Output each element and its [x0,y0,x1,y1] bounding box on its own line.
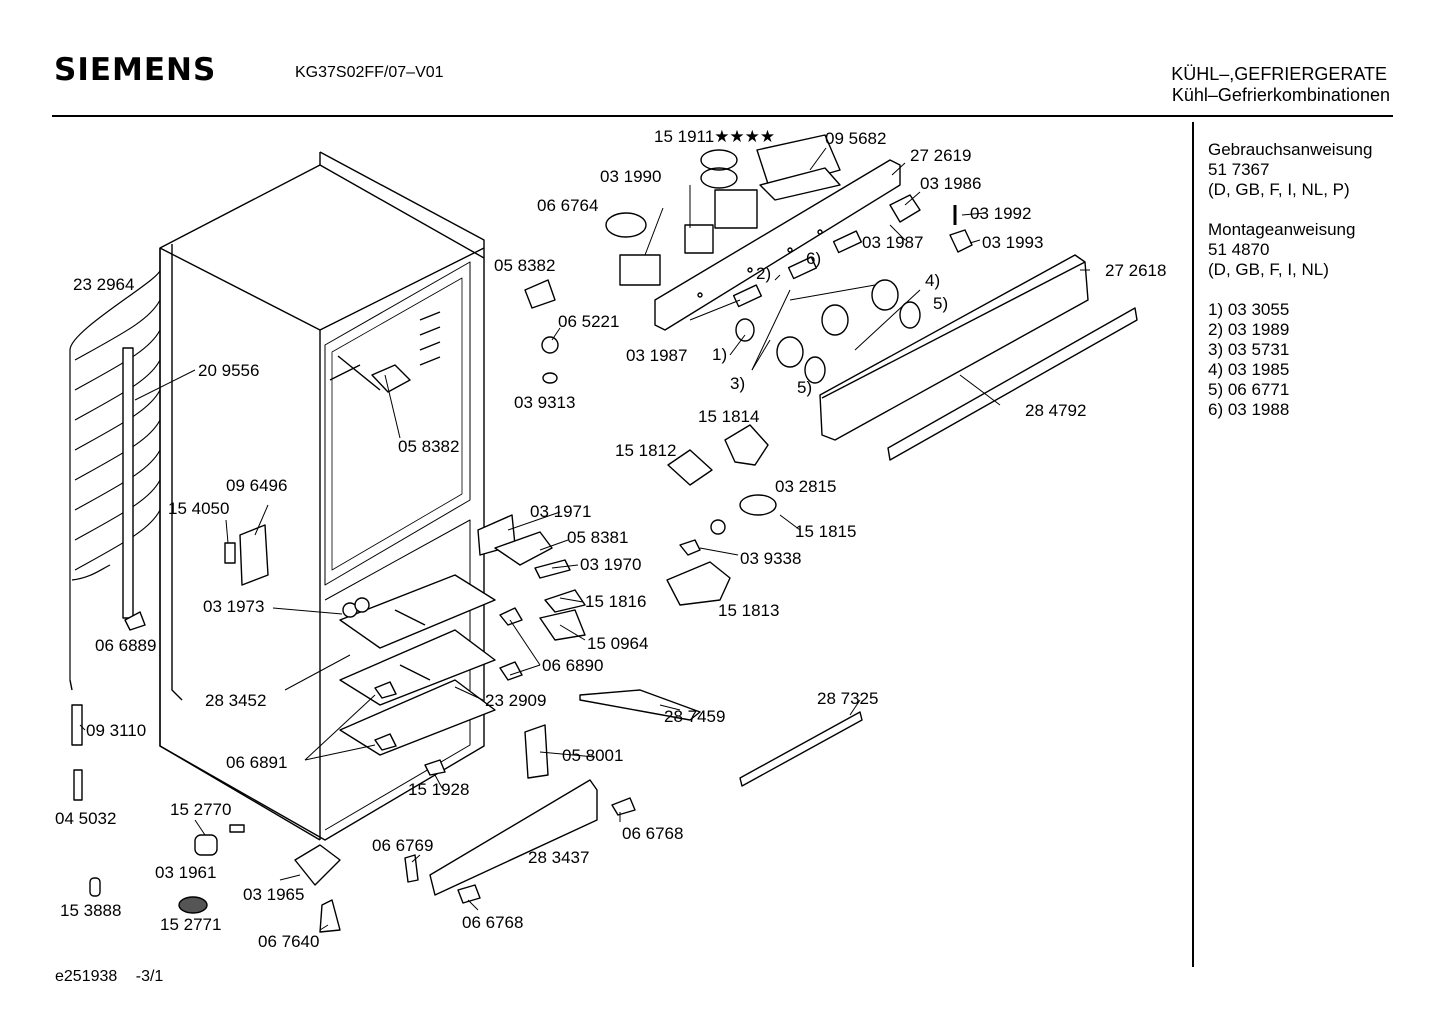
manual-languages: (D, GB, F, I, NL, P) [1208,180,1350,199]
control-panel [654,134,901,331]
sidebar-divider [1192,122,1194,967]
part-label: 15 1816 [585,592,647,611]
footnote-4: 4) 03 1985 [1208,360,1290,379]
mount-number: 51 4870 [1208,240,1270,259]
part-label: 03 9313 [514,393,576,412]
part-label: 06 6764 [537,196,599,215]
knobs-and-shafts [732,194,973,384]
exploded-view-drawing [69,134,1138,933]
mount-title: Montageanweisung [1208,220,1356,239]
part-label: 06 6891 [226,753,288,772]
cabinet-body [159,151,485,841]
part-label: 06 6769 [372,836,434,855]
condenser-coil [69,269,161,691]
part-label: 1) [712,345,728,364]
part-label: 3) [730,374,746,393]
part-label: 28 7325 [817,689,879,708]
part-label: 15 0964 [587,634,649,653]
sidebar: Gebrauchsanweisung 51 7367 (D, GB, F, I,… [1208,140,1372,420]
header-divider [52,115,1393,117]
footnote-2: 2) 03 1989 [1208,320,1290,339]
part-label: 03 2815 [775,477,837,496]
part-label: 03 1961 [155,863,217,882]
part-label: 06 5221 [558,312,620,331]
part-label: 05 8382 [494,256,556,275]
part-label: 03 1987 [862,233,924,252]
part-label: 27 2618 [1105,261,1167,280]
part-label: 28 4792 [1025,401,1087,420]
part-label: 15 2770 [170,800,232,819]
part-label: 03 9338 [740,549,802,568]
part-label: 03 1986 [920,174,982,193]
part-label: 5) [933,294,949,313]
part-label: 15 1814 [698,407,760,426]
thermostats [605,149,758,286]
part-label: 06 6768 [462,913,524,932]
category-title: KÜHL–,GEFRIERGERATE [1171,64,1387,84]
part-label: 15 1812 [615,441,677,460]
part-label: 05 8001 [562,746,624,765]
part-label: 03 1993 [982,233,1044,252]
part-label: 15 3888 [60,901,122,920]
part-label: 20 9556 [198,361,260,380]
part-label: 03 1965 [243,885,305,904]
footnote-3: 3) 03 5731 [1208,340,1290,359]
part-label: 09 3110 [86,721,147,740]
part-label: 2) [756,264,772,283]
part-label: 04 5032 [55,809,117,828]
part-label: 15 2771 [160,915,222,934]
footnote-5: 5) 06 6771 [1208,380,1290,399]
part-label: 15 1813 [718,601,780,620]
part-label: 09 5682 [825,129,887,148]
part-label: 03 1987 [626,346,688,365]
part-label: 23 2964 [73,275,135,294]
footnote-1: 1) 03 3055 [1208,300,1290,319]
part-label: 28 3437 [528,848,590,867]
part-label: 5) [797,378,813,397]
cover-bar [122,347,134,619]
part-label: 23 2909 [485,691,547,710]
part-label: 28 3452 [205,691,267,710]
part-label: 03 1990 [600,167,662,186]
category-subtitle: Kühl–Gefrierkombinationen [1171,85,1390,105]
part-label: 15 4050 [168,499,230,518]
part-label: 28 7459 [664,707,726,726]
part-label: 06 6890 [542,656,604,675]
part-label: 15 1928 [408,780,470,799]
sheet-number: -3/1 [135,968,164,985]
part-label: 03 1971 [530,502,592,521]
trim-profiles [429,254,1138,896]
part-label: 09 6496 [226,476,288,495]
brand-logo: SIEMENS [54,52,217,88]
footnote-6: 6) 03 1988 [1208,400,1290,419]
part-label: 4) [925,271,941,290]
drawing-id: e251938 [55,968,118,985]
footer: e251938 -3/1 [55,968,177,986]
part-label: 6) [806,249,822,268]
manual-title: Gebrauchsanweisung [1208,140,1373,159]
leader-lines [79,147,1090,931]
part-label: 03 1970 [580,555,642,574]
small-parts [71,279,777,933]
part-label: 06 7640 [258,932,320,951]
model-number: KG37S02FF/07–V01 [295,64,444,81]
part-label: 05 8381 [567,528,629,547]
part-label: 03 1973 [203,597,265,616]
mount-languages: (D, GB, F, I, NL) [1208,260,1329,279]
part-label: 06 6768 [622,824,684,843]
manual-number: 51 7367 [1208,160,1270,179]
part-label: 15 1911★★★★ [654,127,776,146]
part-label: 15 1815 [795,522,857,541]
part-label: 03 1992 [970,204,1032,223]
part-label: 27 2619 [910,146,972,165]
part-label: 05 8382 [398,437,460,456]
part-label: 06 6889 [95,636,157,655]
